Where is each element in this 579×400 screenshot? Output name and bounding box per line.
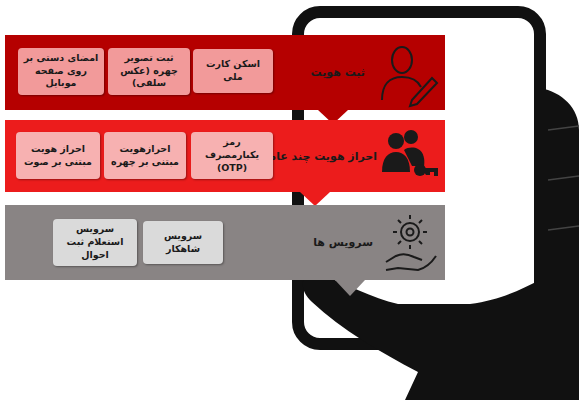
feature-box: رمز یکبارمصرف (OTP): [191, 132, 273, 179]
feature-box: سرویس استعلام ثبت احوال: [53, 219, 137, 266]
feature-box: احرازهویت مبتنی بر چهره: [104, 132, 186, 179]
feature-text: سرویس شاهکار: [143, 230, 223, 256]
band-fill: [5, 120, 445, 192]
feature-text: احرازهویت مبتنی بر چهره: [104, 143, 186, 169]
users-key-icon: [382, 130, 438, 176]
icon-head: [392, 47, 412, 73]
person-pen-icon: [382, 47, 437, 106]
band-title: ثبت هویت: [311, 66, 365, 79]
icon-body: [382, 152, 410, 172]
feature-text: ثبت تصویر چهره (عکس سلفی): [108, 52, 190, 90]
icon-gear-hub: [407, 229, 414, 236]
band-shape: [5, 35, 445, 124]
band-fill: [5, 35, 445, 110]
band-panel: سرویس ها سرویس شاهکارسرویس استعلام ثبت اح…: [5, 205, 445, 280]
band-shape: [5, 120, 445, 206]
band-fill: [5, 205, 445, 280]
icon-body: [404, 148, 424, 166]
icon-pen: [410, 78, 437, 106]
icon-head: [388, 133, 404, 149]
feature-box: ثبت تصویر چهره (عکس سلفی): [108, 48, 190, 95]
icon-key: [424, 168, 438, 176]
band-pointer: [335, 280, 365, 296]
feature-text: رمز یکبارمصرف (OTP): [191, 136, 273, 174]
band-title: احراز هویت چند عامله: [258, 150, 377, 163]
icon-head: [404, 130, 418, 144]
gear-hand-icon: [386, 215, 436, 270]
feature-text: احراز هویت مبتنی بر صوت: [16, 143, 100, 169]
band-title: سرویس ها: [313, 236, 373, 249]
feature-box: سرویس شاهکار: [143, 221, 223, 264]
feature-box: احراز هویت مبتنی بر صوت: [16, 132, 100, 179]
finger-lines: [548, 126, 579, 230]
band-pointer: [300, 192, 330, 206]
feature-text: اسکن کارت ملی: [193, 58, 273, 84]
icon-hand: [386, 254, 436, 270]
band-shape: [5, 205, 445, 296]
feature-box: اسکن کارت ملی: [193, 49, 273, 93]
feature-text: امضای دستی بر روی صفحه موبایل: [18, 52, 104, 90]
band-panel: ثبت هویت اسکن کارت ملیثبت تصویر چهره (عکس…: [5, 35, 445, 110]
icon-gear-teeth: [393, 215, 427, 249]
band-panel: احراز هویت چند عاملهرمز یکبارمصرف (OTP)ا…: [5, 120, 445, 192]
feature-text: سرویس استعلام ثبت احوال: [53, 223, 137, 261]
icon-gear: [401, 223, 419, 241]
feature-box: امضای دستی بر روی صفحه موبایل: [18, 48, 104, 95]
